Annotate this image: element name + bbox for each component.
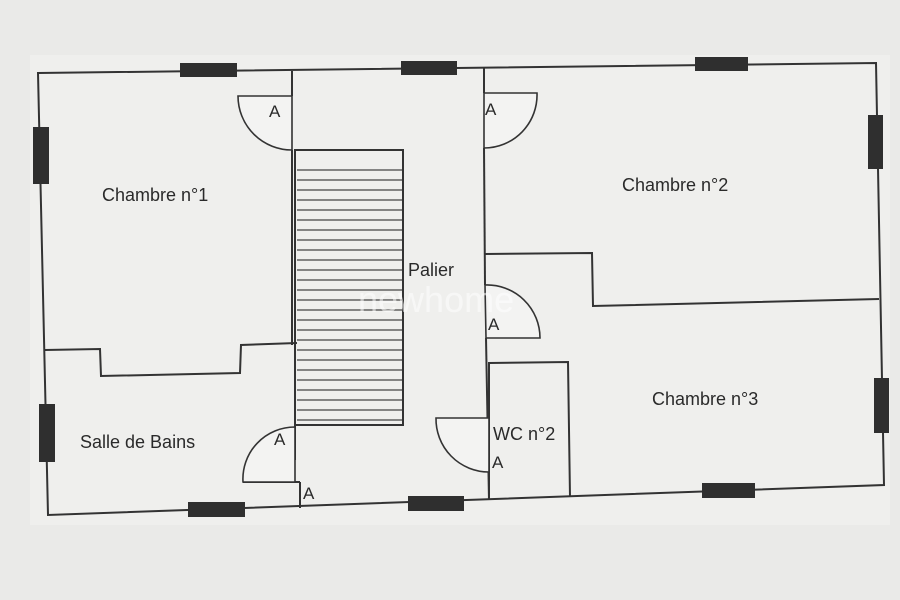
window: [874, 378, 889, 433]
window: [695, 57, 748, 71]
window: [39, 404, 55, 462]
staircase: [294, 149, 404, 426]
window: [868, 115, 883, 169]
door-marker: A: [269, 102, 281, 121]
window: [408, 496, 464, 511]
window: [401, 61, 457, 75]
door-marker: A: [488, 315, 500, 334]
room-label-palier: Palier: [408, 260, 454, 280]
door-marker: A: [492, 453, 504, 472]
room-label-chambre2: Chambre n°2: [622, 175, 728, 195]
room-label-chambre3: Chambre n°3: [652, 389, 758, 409]
door-marker: A: [303, 484, 315, 503]
window: [188, 502, 245, 517]
room-label-salle-de-bains: Salle de Bains: [80, 432, 195, 452]
room-label-chambre1: Chambre n°1: [102, 185, 208, 205]
door-chambre3: [484, 284, 541, 339]
door-salle-de-bains: [242, 426, 296, 483]
outer-wall: [36, 61, 886, 517]
doors: [237, 92, 541, 483]
window: [180, 63, 237, 77]
door-chambre2: [483, 92, 538, 149]
watermark: newhome: [358, 279, 514, 320]
window: [702, 483, 755, 498]
room-label-wc: WC n°2: [493, 424, 555, 444]
door-marker: A: [485, 100, 497, 119]
windows: [33, 57, 889, 517]
stair-outline: [294, 149, 404, 426]
door-chambre1: [237, 95, 293, 151]
door-wc: [435, 417, 490, 473]
window: [33, 127, 49, 184]
door-marker: A: [274, 430, 286, 449]
